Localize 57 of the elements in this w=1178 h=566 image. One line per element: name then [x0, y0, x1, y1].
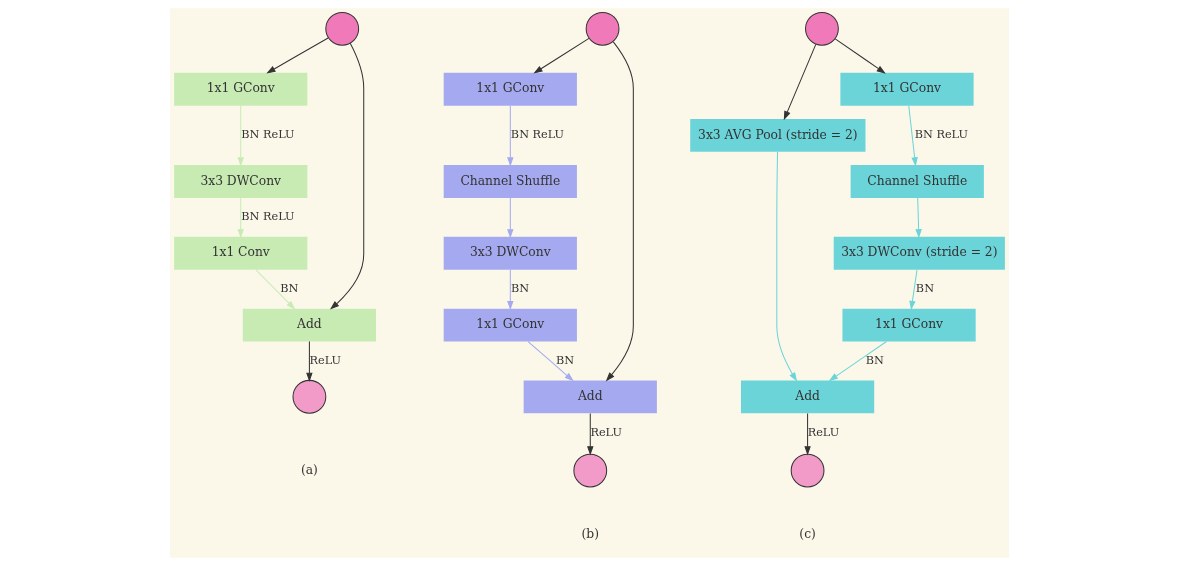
- arrow: [265, 37, 329, 74]
- arrow: [908, 269, 918, 311]
- label: (a): [300, 462, 318, 477]
- arrow: [329, 42, 364, 310]
- node-circle: [790, 453, 824, 488]
- edge-label: ReLU: [807, 425, 839, 439]
- arrow: [783, 43, 816, 121]
- edge-label: ReLU: [309, 353, 341, 367]
- edge-label: BN: [279, 282, 298, 296]
- edge-label: BN ReLU: [510, 128, 564, 142]
- node-box: 3x3 DWConv: [443, 236, 577, 270]
- arrow: [254, 269, 295, 310]
- node-circle: [324, 11, 359, 46]
- node-box: 3x3 DWConv (stride = 2): [833, 236, 1005, 270]
- arrow: [605, 41, 634, 382]
- edge-label: BN: [555, 353, 574, 367]
- node-box: Channel Shuffle: [443, 165, 577, 198]
- arrow: [237, 197, 244, 239]
- node-box: Add: [242, 308, 376, 342]
- node-box: Add: [740, 380, 874, 414]
- arrow: [506, 269, 514, 311]
- arrow: [775, 151, 797, 382]
- arrow: [586, 412, 593, 456]
- edge-label: BN ReLU: [240, 128, 295, 142]
- label: (b): [581, 527, 599, 542]
- node-circle: [585, 11, 619, 46]
- arrow: [305, 341, 313, 382]
- edge-label: ReLU: [589, 425, 622, 439]
- node-box: 1x1 GConv: [841, 308, 976, 342]
- node-box: Add: [523, 380, 657, 414]
- arrow: [532, 37, 589, 74]
- edge-label: BN: [510, 282, 529, 296]
- node-box: 1x1 GConv: [839, 72, 974, 106]
- node-circle: [292, 379, 326, 414]
- edge-label: BN: [915, 282, 934, 296]
- node-box: 3x3 AVG Pool (stride = 2): [689, 119, 865, 152]
- arrow: [506, 197, 514, 239]
- node-box: 1x1 GConv: [173, 72, 307, 106]
- node-box: 3x3 DWConv: [173, 165, 307, 198]
- edge-label: BN ReLU: [914, 128, 968, 142]
- node-box: 1x1 GConv: [443, 308, 577, 342]
- arrow: [907, 105, 918, 167]
- arrow: [237, 105, 244, 167]
- arrow: [803, 412, 811, 456]
- label: (c): [798, 527, 816, 542]
- arrow: [527, 341, 574, 382]
- arrow: [914, 197, 922, 239]
- node-box: 1x1 GConv: [443, 72, 577, 106]
- node-box: 1x1 Conv: [173, 236, 307, 270]
- arrow: [834, 38, 886, 74]
- node-circle: [572, 453, 607, 488]
- node-circle: [804, 11, 839, 46]
- edge-label: BN: [865, 353, 884, 367]
- arrow: [828, 341, 887, 382]
- node-box: Channel Shuffle: [850, 165, 984, 198]
- edge-label: BN ReLU: [240, 210, 295, 224]
- arrow: [506, 105, 514, 167]
